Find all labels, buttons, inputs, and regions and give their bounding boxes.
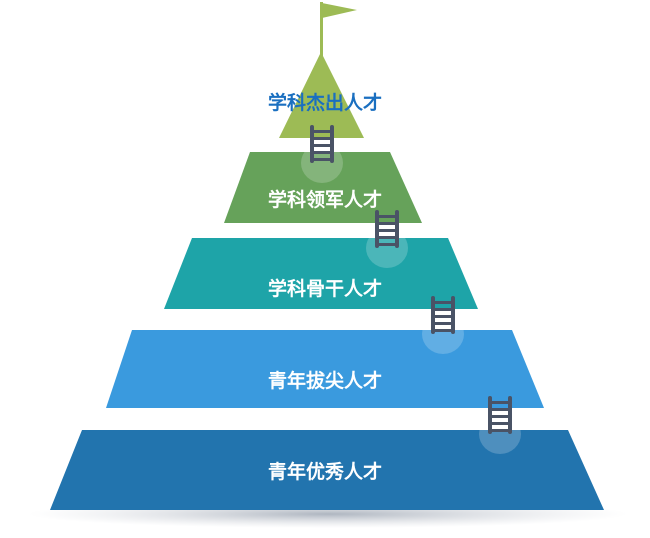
ladder-rung (491, 422, 509, 425)
ladder-rung (313, 137, 331, 140)
ladder-rung (378, 222, 396, 225)
ladder-rung (491, 401, 509, 404)
tier-4-trapezoid (106, 330, 544, 408)
ladder-glow (422, 314, 464, 354)
ladder-rung (434, 308, 452, 311)
ladder-icon (366, 210, 408, 268)
tier-label-5: 青年优秀人才 (267, 461, 382, 483)
flag-icon (320, 2, 357, 57)
tier-label-1: 学科杰出人才 (267, 92, 382, 114)
ladder-rung (491, 429, 509, 432)
tier-label-2: 学科领军人才 (267, 189, 382, 211)
ladder-icon (301, 125, 343, 183)
ladder-rung (378, 229, 396, 232)
ladder-rung (313, 130, 331, 133)
ladder-rung (434, 322, 452, 325)
ladder-rung (378, 243, 396, 246)
tier-3-trapezoid (164, 238, 478, 309)
ladder-icon (422, 296, 464, 354)
tier-2-trapezoid (224, 152, 422, 223)
ladder-rung (491, 408, 509, 411)
ladder-rung (378, 215, 396, 218)
ladder-icon (479, 396, 521, 454)
ladder-rung (434, 301, 452, 304)
tier-label-4: 青年拔尖人才 (267, 370, 382, 392)
ladder-glow (479, 414, 521, 454)
ladder-rung (313, 144, 331, 147)
ladder-rung (378, 236, 396, 239)
ladder-rung (313, 158, 331, 161)
tier-5-trapezoid (50, 430, 604, 510)
ladder-rung (434, 329, 452, 332)
ladder-rung (313, 151, 331, 154)
ladder-rung (434, 315, 452, 318)
ladder-glow (301, 143, 343, 183)
tier-top-triangle (279, 52, 364, 138)
ladder-glow (366, 228, 408, 268)
ladder-rung (491, 415, 509, 418)
tier-label-3: 学科骨干人才 (267, 278, 382, 300)
